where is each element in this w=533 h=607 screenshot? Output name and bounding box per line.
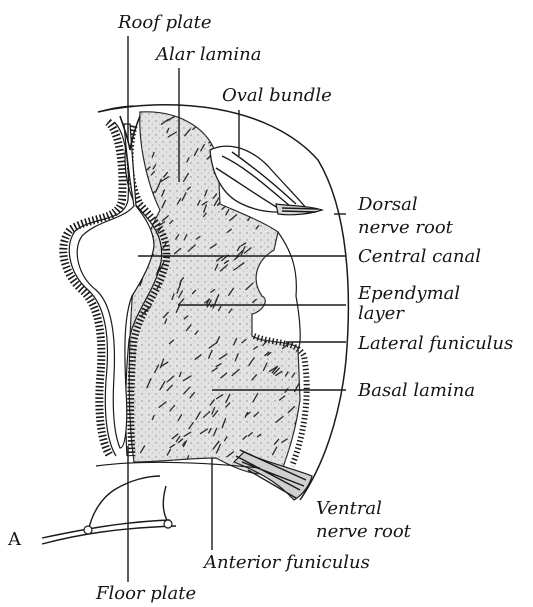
label-ependymal-layer-1: Ependymal	[357, 283, 460, 304]
cell-mark	[149, 202, 154, 207]
cell-mark	[257, 152, 264, 157]
cell-mark	[287, 325, 294, 331]
section-a-strands	[42, 476, 176, 544]
label-roof-plate: Roof plate	[117, 12, 212, 33]
cell-mark	[299, 258, 306, 265]
cell-mark	[207, 119, 213, 124]
cell-mark	[297, 275, 300, 277]
label-ventral-nerve-root-1: Ventral	[316, 498, 382, 519]
label-basal-lamina: Basal lamina	[357, 380, 475, 401]
cell-mark	[282, 273, 285, 279]
cell-mark	[229, 123, 232, 128]
label-alar-lamina: Alar lamina	[154, 44, 261, 65]
oval-bundle	[210, 146, 306, 212]
cell-mark	[279, 257, 284, 261]
cell-mark	[210, 138, 217, 145]
cell-mark	[217, 120, 221, 123]
label-ependymal-layer-2: layer	[358, 303, 405, 324]
cell-mark	[283, 309, 285, 313]
cell-mark	[273, 321, 276, 324]
cell-mark	[245, 119, 247, 123]
cell-mark	[278, 309, 281, 314]
label-marker-a: A	[7, 529, 22, 550]
cell-mark	[245, 140, 248, 146]
marginal-zone-border	[278, 232, 300, 348]
label-lateral-funiculus: Lateral funiculus	[357, 333, 513, 354]
label-dorsal-nerve-root-2: nerve root	[358, 217, 454, 238]
cell-mark	[253, 121, 256, 125]
label-ventral-nerve-root-2: nerve root	[316, 521, 412, 542]
cell-mark	[196, 123, 201, 126]
label-central-canal: Central canal	[358, 246, 481, 267]
cell-mark	[258, 282, 266, 288]
cell-mark	[292, 116, 295, 121]
cell-mark	[281, 160, 283, 164]
cell-mark	[296, 176, 298, 180]
cell-mark	[219, 133, 223, 137]
cell-mark	[297, 119, 300, 122]
cell-mark	[294, 152, 300, 156]
cell-mark	[282, 232, 285, 237]
cell-mark	[297, 240, 304, 245]
cell-mark	[277, 285, 282, 292]
label-floor-plate: Floor plate	[95, 583, 196, 604]
cell-mark	[293, 225, 297, 230]
dorsal-nerve-root	[276, 204, 322, 215]
label-anterior-funiculus: Anterior funiculus	[202, 552, 370, 573]
cell-mark	[294, 322, 297, 327]
label-oval-bundle: Oval bundle	[222, 85, 332, 106]
cell-mark	[292, 217, 299, 223]
label-dorsal-nerve-root-1: Dorsal	[357, 194, 418, 215]
cell-mark	[270, 322, 273, 329]
cell-mark	[292, 226, 298, 232]
cell-mark	[281, 324, 285, 327]
